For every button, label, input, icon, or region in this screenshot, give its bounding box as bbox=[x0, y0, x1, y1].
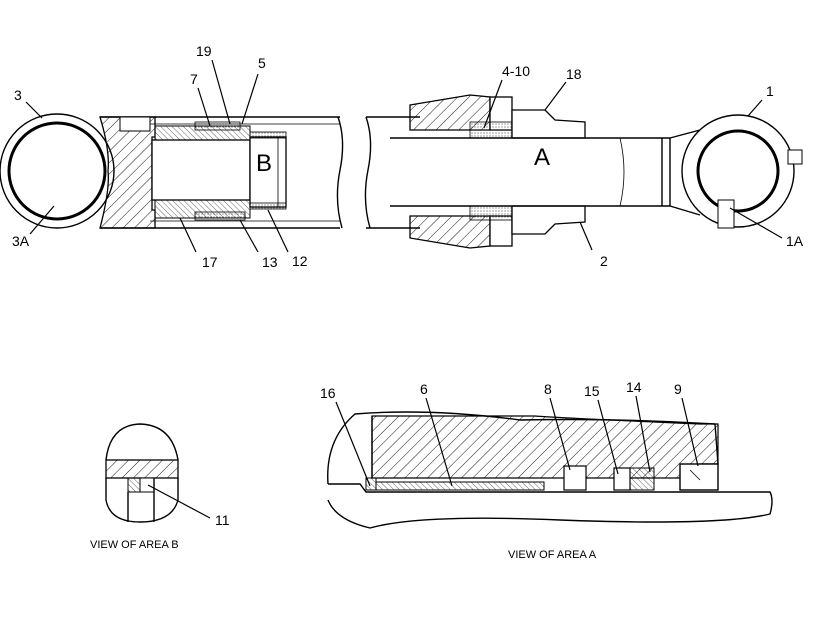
callout-6: 6 bbox=[420, 381, 428, 397]
callout-14: 14 bbox=[626, 379, 642, 395]
callout-8: 8 bbox=[544, 381, 552, 397]
caption-area-a: VIEW OF AREA A bbox=[508, 549, 597, 561]
callout-13: 13 bbox=[262, 254, 278, 270]
callout-15: 15 bbox=[584, 383, 600, 399]
callout-17: 17 bbox=[202, 254, 218, 270]
view-area-b: 11 VIEW OF AREA B bbox=[90, 423, 230, 551]
caption-area-b: VIEW OF AREA B bbox=[90, 539, 179, 551]
callout-2: 2 bbox=[600, 253, 608, 269]
view-area-a bbox=[327, 411, 773, 529]
callout-12: 12 bbox=[292, 253, 308, 269]
area-label-b: B bbox=[256, 150, 272, 177]
callout-7: 7 bbox=[190, 71, 198, 87]
callout-3: 3 bbox=[14, 87, 22, 103]
callout-19: 19 bbox=[196, 43, 212, 59]
callout-3a: 3A bbox=[12, 233, 30, 249]
main-callouts: 19 5 7 3 3A 17 13 12 B 4-10 18 A 1 1A 2 bbox=[12, 43, 804, 270]
cylinder-rod-end bbox=[366, 94, 803, 249]
callout-11: 11 bbox=[215, 512, 230, 528]
callout-1: 1 bbox=[766, 83, 774, 99]
callout-9: 9 bbox=[674, 381, 682, 397]
cylinder-head-end bbox=[0, 113, 372, 229]
area-label-a: A bbox=[534, 144, 550, 171]
callout-18: 18 bbox=[566, 66, 582, 82]
head-eye-bore bbox=[7, 121, 107, 221]
area-a-callouts: 16 6 8 15 14 9 VIEW OF AREA A bbox=[320, 379, 699, 561]
rod-eye-bore bbox=[696, 129, 780, 213]
callout-4-10: 4-10 bbox=[502, 63, 530, 79]
callout-1a: 1A bbox=[786, 233, 804, 249]
callout-16: 16 bbox=[320, 385, 336, 401]
callout-5: 5 bbox=[258, 55, 266, 71]
